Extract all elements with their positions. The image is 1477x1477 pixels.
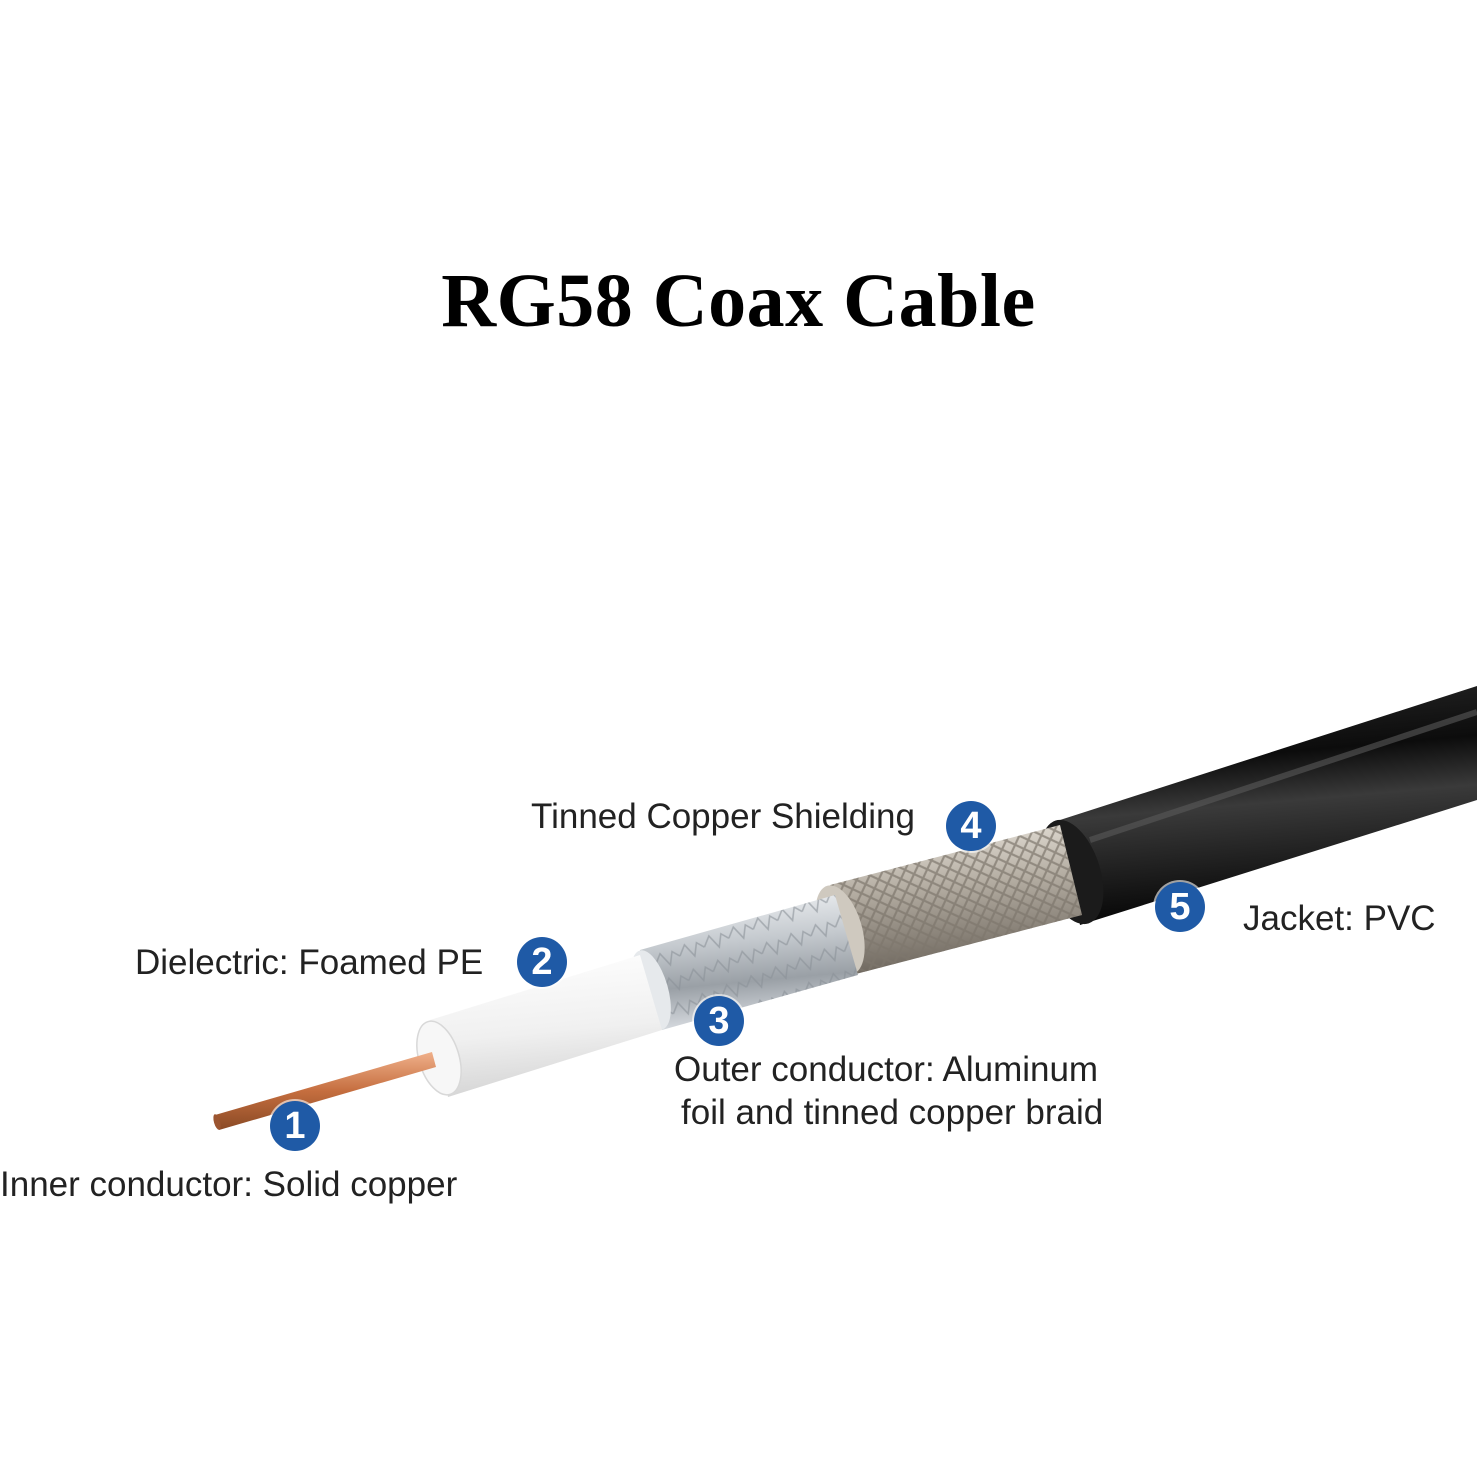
layer-2-label: Dielectric: Foamed PE [135,943,484,982]
inner-conductor-layer [213,1052,436,1130]
layer-3-badge: 3 [694,996,744,1046]
layer-2-badge: 2 [517,937,567,987]
layer-3-label-line2: foil and tinned copper braid [681,1093,1104,1132]
layer-5-label: Jacket: PVC [1243,899,1436,938]
diagram-title: RG58 Coax Cable [441,259,1036,343]
layer-3-label-line1: Outer conductor: Aluminum [674,1050,1099,1089]
layer-1-badge: 1 [270,1101,320,1151]
layer-4-label: Tinned Copper Shielding [531,797,915,836]
layer-4-badge: 4 [946,801,996,851]
layer-1-label: Inner conductor: Solid copper [0,1165,458,1204]
layer-5-badge: 5 [1155,882,1205,932]
jacket-layer [1040,686,1477,925]
